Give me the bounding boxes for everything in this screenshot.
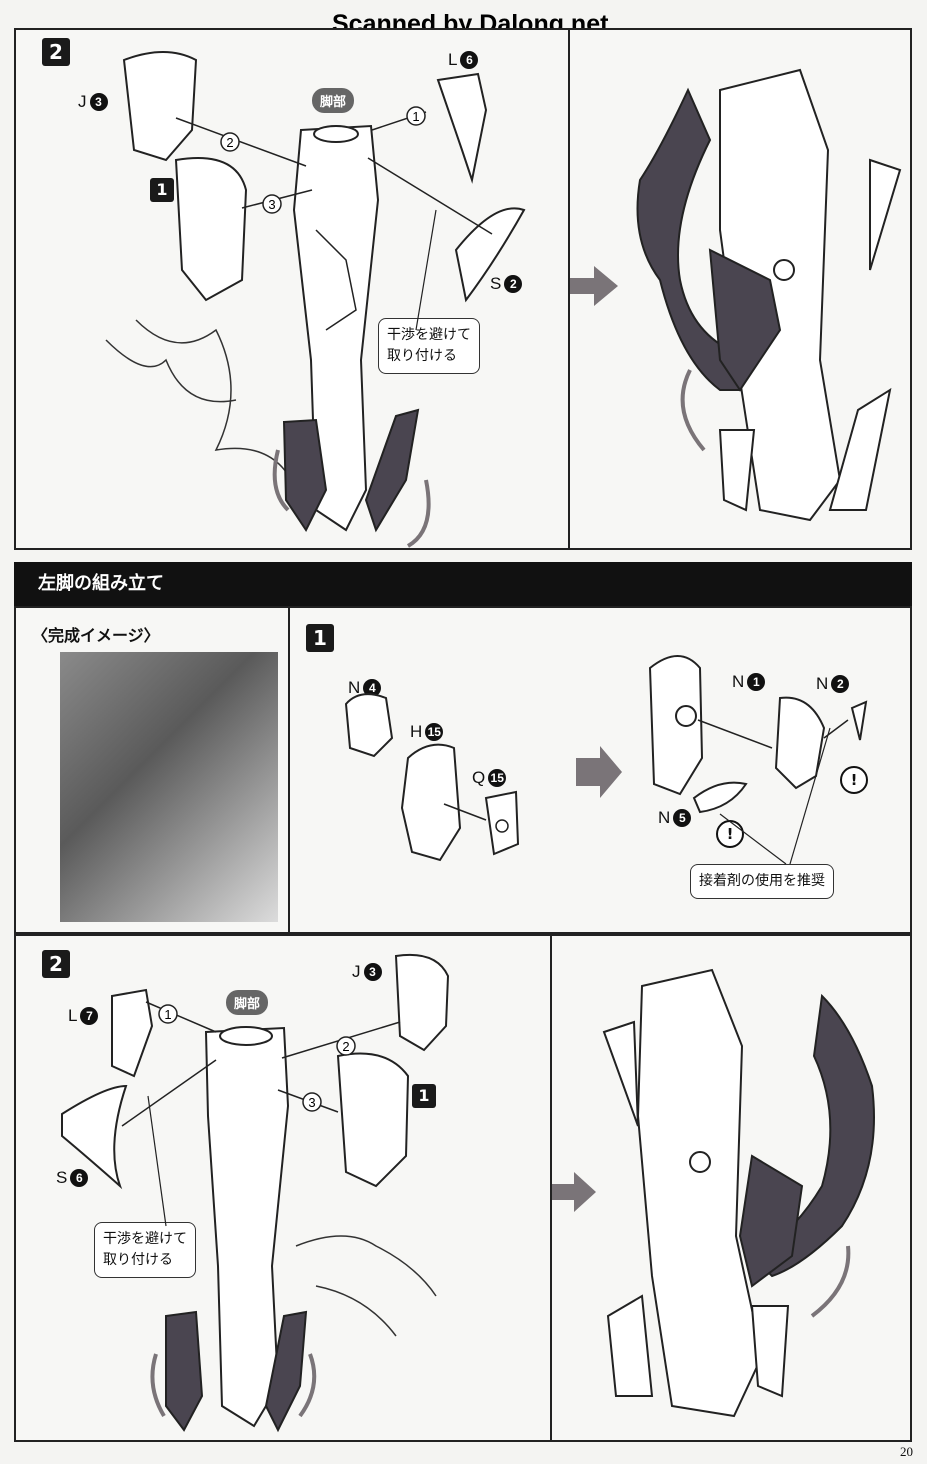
- part-label-j3: J 3: [352, 962, 382, 982]
- callout-1: 1: [406, 106, 426, 126]
- panel-divider: [288, 608, 290, 932]
- left-leg-step2-panel: 2 脚部 L 7 J 3 S 6 1 干渉を避けて 取り付ける 1: [14, 934, 912, 1442]
- part-letter: J: [78, 92, 87, 111]
- assembly-illustration: 1 2 3: [61, 953, 450, 1433]
- part-letter: S: [490, 274, 502, 293]
- leg-label: 脚部: [312, 88, 355, 113]
- part-label-h15: H 15: [410, 722, 444, 742]
- part-number: 4: [363, 679, 382, 697]
- step1-illustration: [344, 655, 868, 865]
- callout-text: 3: [268, 197, 275, 212]
- callout-text: 1: [412, 109, 419, 124]
- step-number: 2: [42, 38, 70, 66]
- callout-1: 1: [158, 1004, 178, 1024]
- part-label-n2: N 2: [816, 674, 850, 694]
- part-label-s: S 2: [490, 274, 523, 294]
- left-leg-step1-row: 〈完成イメージ〉 1 N 4 H 15 Q 15 N 1 N 2 N 5 ! !…: [14, 606, 912, 934]
- section-header: 左脚の組み立て: [14, 562, 912, 606]
- part-number: 2: [504, 275, 523, 293]
- part-number: 7: [80, 1007, 99, 1025]
- part-letter: Q: [472, 768, 486, 787]
- callout-2: 2: [220, 132, 240, 152]
- part-number: 3: [89, 93, 108, 111]
- callout-3: 3: [302, 1092, 322, 1112]
- part-number: 15: [425, 723, 444, 741]
- result-illustration: [570, 68, 902, 522]
- glue-note: 接着剤の使用を推奨: [690, 864, 834, 899]
- step2-right-leg-panel: 2 J 3 L 6 S 2 1 脚部 干渉を避けて 取り付ける: [14, 28, 912, 550]
- part-letter: L: [448, 50, 458, 69]
- step-number: 1: [306, 624, 334, 652]
- callout-2: 2: [336, 1036, 356, 1056]
- part-label-s6: S 6: [56, 1168, 89, 1188]
- part-number: 3: [363, 963, 382, 981]
- part-label-q15: Q 15: [472, 768, 507, 788]
- inner-part-number: 1: [150, 178, 174, 202]
- part-number: 1: [747, 673, 766, 691]
- assembly-note: 干渉を避けて 取り付ける: [94, 1222, 196, 1278]
- next-arrow: [552, 1172, 596, 1212]
- note-line: 取り付ける: [103, 1252, 173, 1268]
- result-illustration: [552, 968, 875, 1418]
- assembly-note: 干渉を避けて 取り付ける: [378, 318, 480, 374]
- assembly-illustration: 2 3 1: [105, 51, 526, 548]
- part-label-l: L 6: [448, 50, 479, 70]
- part-letter: L: [68, 1006, 78, 1025]
- image-caption: 〈完成イメージ〉: [32, 626, 160, 645]
- part-number: 15: [488, 769, 507, 787]
- part-letter: N: [658, 808, 671, 827]
- part-label-n1: N 1: [732, 672, 766, 692]
- note-line: 干渉を避けて: [103, 1231, 187, 1247]
- part-label-j: J 3: [78, 92, 108, 112]
- callout-3: 3: [262, 194, 282, 214]
- part-letter: N: [816, 674, 829, 693]
- panel-divider: [568, 30, 570, 548]
- warning-icon: !: [840, 766, 868, 794]
- step-number: 2: [42, 950, 70, 978]
- note-line: 取り付ける: [387, 348, 457, 364]
- note-line: 干渉を避けて: [387, 327, 471, 343]
- part-label-n5: N 5: [658, 808, 692, 828]
- part-letter: J: [352, 962, 361, 981]
- part-letter: N: [348, 678, 361, 697]
- next-arrow: [576, 746, 622, 798]
- inner-part-number: 1: [412, 1084, 436, 1108]
- part-letter: N: [732, 672, 745, 691]
- callout-text: 1: [164, 1007, 171, 1022]
- part-number: 2: [831, 675, 850, 693]
- part-label-n4: N 4: [348, 678, 382, 698]
- part-number: 5: [673, 809, 692, 827]
- part-number: 6: [70, 1169, 89, 1187]
- completed-image-photo: [60, 652, 278, 922]
- part-label-l7: L 7: [68, 1006, 99, 1026]
- page-number: 20: [900, 1444, 913, 1459]
- part-number: 6: [460, 51, 479, 69]
- callout-text: 3: [308, 1095, 315, 1110]
- callout-text: 2: [342, 1039, 349, 1054]
- next-arrow: [570, 266, 618, 306]
- leg-label: 脚部: [226, 990, 269, 1015]
- panel-divider: [550, 936, 552, 1440]
- callout-text: 2: [226, 135, 233, 150]
- part-letter: S: [56, 1168, 68, 1187]
- part-letter: H: [410, 722, 423, 741]
